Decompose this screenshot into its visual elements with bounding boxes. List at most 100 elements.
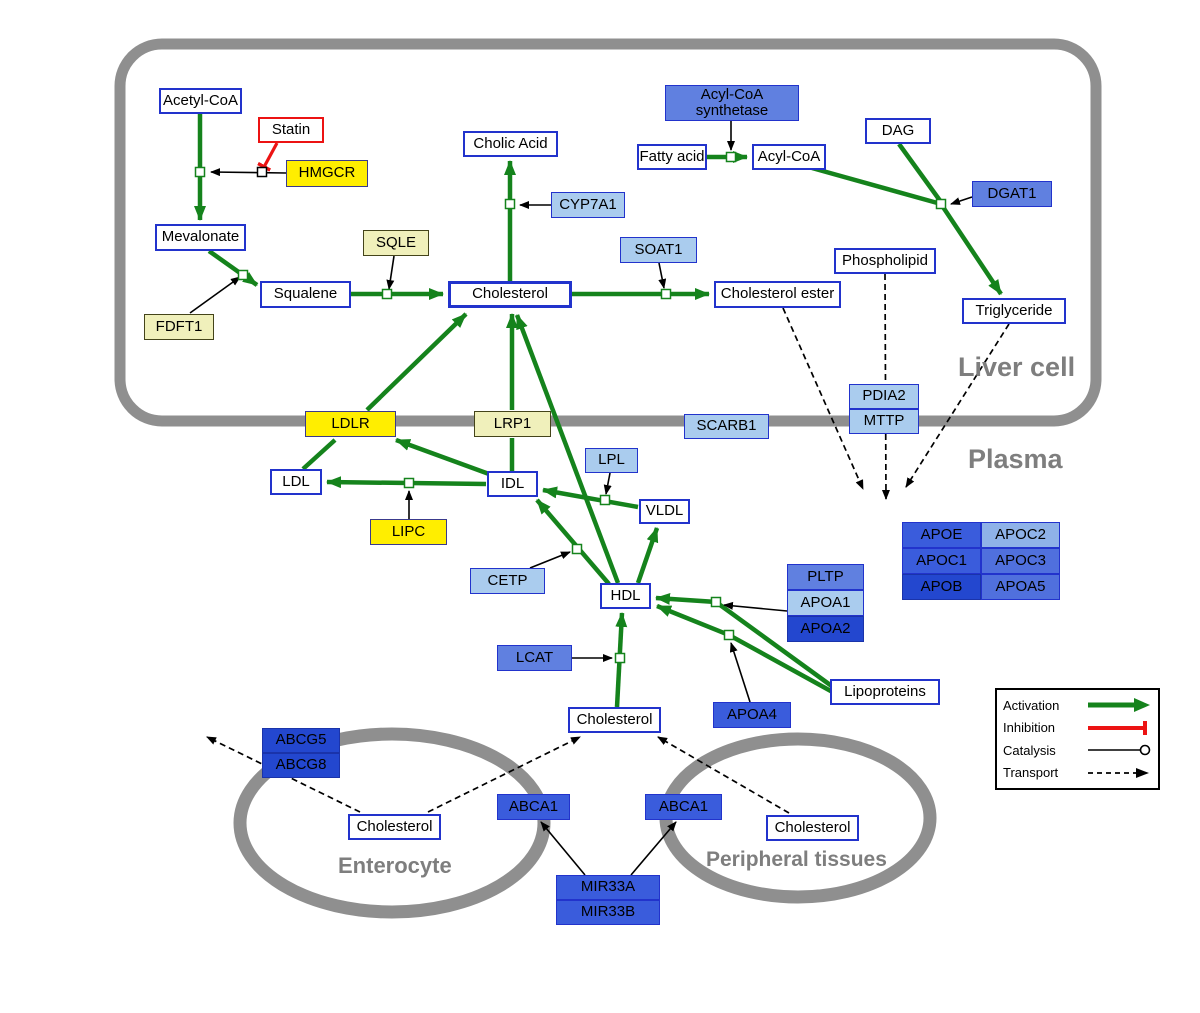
node-apoc3[interactable]: APOC3 — [981, 548, 1060, 574]
edge-dgat1-catalysis — [950, 196, 973, 205]
node-sqle[interactable]: SQLE — [363, 230, 429, 256]
node-ldl[interactable]: LDL — [270, 469, 322, 495]
node-lrp1[interactable]: LRP1 — [474, 411, 551, 437]
edge-hdl-idl — [535, 498, 611, 586]
legend-inhibition-label: Inhibition — [1003, 720, 1056, 736]
edge-idl-ldlr — [395, 437, 490, 477]
node-statin[interactable]: Statin — [258, 117, 324, 143]
node-apoe[interactable]: APOE — [902, 522, 981, 548]
legend-item-inhibition: Inhibition — [1003, 717, 1152, 739]
node-lipc[interactable]: LIPC — [370, 519, 447, 545]
node-mir33a[interactable]: MIR33A — [556, 875, 660, 900]
node-apoa5[interactable]: APOA5 — [981, 574, 1060, 600]
node-mevalonate[interactable]: Mevalonate — [155, 224, 246, 251]
liver-cell-outline — [114, 38, 1102, 427]
node-cholic-acid[interactable]: Cholic Acid — [463, 131, 558, 157]
edge-dgat-node-triglyceride — [939, 202, 1003, 296]
node-dag[interactable]: DAG — [865, 118, 931, 144]
peripheral-tissues-label: Peripheral tissues — [706, 848, 887, 871]
node-abca1-right[interactable]: ABCA1 — [645, 794, 722, 820]
edge-ldl-ldlr — [301, 438, 337, 471]
catalysis-circle-glyph — [1088, 745, 1151, 756]
node-cholesterol-liver[interactable]: Cholesterol — [448, 281, 572, 308]
node-triglyceride[interactable]: Triglyceride — [962, 298, 1066, 324]
edge-peripheral-cholesterol-to-plasma — [657, 736, 790, 814]
node-apoa1[interactable]: APOA1 — [787, 590, 864, 616]
node-mttp[interactable]: MTTP — [849, 409, 919, 434]
edge-apoa-catalysis — [723, 601, 788, 612]
edge-cholesterylester-to-plasma — [782, 307, 864, 490]
node-acetyl-coa[interactable]: Acetyl-CoA — [159, 88, 242, 114]
node-vldl[interactable]: VLDL — [639, 499, 690, 524]
node-fatty-acid[interactable]: Fatty acid — [637, 144, 707, 170]
edge-ldlr-cholesterol — [365, 312, 468, 412]
node-apob[interactable]: APOB — [902, 574, 981, 600]
process-node — [381, 288, 393, 300]
node-squalene[interactable]: Squalene — [260, 281, 351, 308]
node-cholesterol-ester[interactable]: Cholesterol ester — [714, 281, 841, 308]
process-node — [614, 652, 626, 664]
process-node — [194, 166, 206, 178]
node-cholesterol-peripheral[interactable]: Cholesterol — [766, 815, 859, 841]
node-scarb1[interactable]: SCARB1 — [684, 414, 769, 439]
node-pltp[interactable]: PLTP — [787, 564, 864, 590]
process-node — [660, 288, 672, 300]
node-soat1[interactable]: SOAT1 — [620, 237, 697, 263]
process-node — [237, 269, 249, 281]
edge-vldl-idl — [542, 486, 639, 510]
node-cyp7a1[interactable]: CYP7A1 — [551, 192, 625, 218]
process-node — [723, 629, 735, 641]
node-abcg5[interactable]: ABCG5 — [262, 728, 340, 753]
edge-hdl-cholesterol-liver — [514, 314, 621, 584]
node-apoa4[interactable]: APOA4 — [713, 702, 791, 728]
node-cholesterol-plasma[interactable]: Cholesterol — [568, 707, 661, 733]
node-abca1-left[interactable]: ABCA1 — [497, 794, 570, 820]
process-node — [256, 166, 268, 178]
legend-item-transport: Transport — [1003, 762, 1152, 784]
node-apoa2[interactable]: APOA2 — [787, 616, 864, 642]
edge-hdl-vldl — [635, 527, 660, 584]
node-acyl-coa-synthetase[interactable]: Acyl-CoA synthetase — [665, 85, 799, 121]
node-lipoproteins[interactable]: Lipoproteins — [830, 679, 940, 705]
enterocyte-label: Enterocyte — [338, 853, 452, 878]
node-dgat1[interactable]: DGAT1 — [972, 181, 1052, 207]
edge-enterocyte-cholesterol-to-plasma — [427, 736, 581, 813]
edge-dag-dgat-node — [897, 142, 943, 204]
edge-statin-inhibition — [257, 142, 279, 172]
node-mir33b[interactable]: MIR33B — [556, 900, 660, 925]
node-apoc1[interactable]: APOC1 — [902, 548, 981, 574]
node-acyl-coa[interactable]: Acyl-CoA — [752, 144, 826, 170]
edge-cetp-catalysis — [529, 551, 571, 569]
process-node — [710, 596, 722, 608]
edge-apoa4-catalysis — [729, 642, 751, 703]
process-node — [725, 151, 737, 163]
node-hdl[interactable]: HDL — [600, 583, 651, 609]
node-pdia2[interactable]: PDIA2 — [849, 384, 919, 409]
edge-mir33-abca1-right — [630, 821, 677, 876]
edge-mir33-abca1-left — [540, 821, 586, 876]
process-node — [599, 494, 611, 506]
node-lpl[interactable]: LPL — [585, 448, 638, 473]
node-cetp[interactable]: CETP — [470, 568, 545, 594]
activation-arrow-glyph — [1088, 698, 1150, 712]
node-ldlr[interactable]: LDLR — [305, 411, 396, 437]
node-fdft1[interactable]: FDFT1 — [144, 314, 214, 340]
node-cholesterol-enterocyte[interactable]: Cholesterol — [348, 814, 441, 840]
process-node — [403, 477, 415, 489]
edge-mevalonate-squalene — [207, 249, 259, 287]
edge-fdft1-catalysis — [189, 276, 241, 314]
node-abcg8[interactable]: ABCG8 — [262, 753, 340, 778]
transport-dashed-arrow-glyph — [1088, 767, 1149, 778]
legend-activation-label: Activation — [1003, 697, 1060, 713]
node-lcat[interactable]: LCAT — [497, 645, 572, 671]
node-idl[interactable]: IDL — [487, 471, 538, 497]
node-hmgcr[interactable]: HMGCR — [286, 160, 368, 187]
liver-cell-label: Liver cell — [958, 352, 1076, 382]
edge-hmgcr-catalysis — [210, 168, 287, 177]
node-apoc2[interactable]: APOC2 — [981, 522, 1060, 548]
legend-item-catalysis: Catalysis — [1003, 739, 1152, 761]
node-phospholipid[interactable]: Phospholipid — [834, 248, 936, 274]
process-node — [504, 198, 516, 210]
